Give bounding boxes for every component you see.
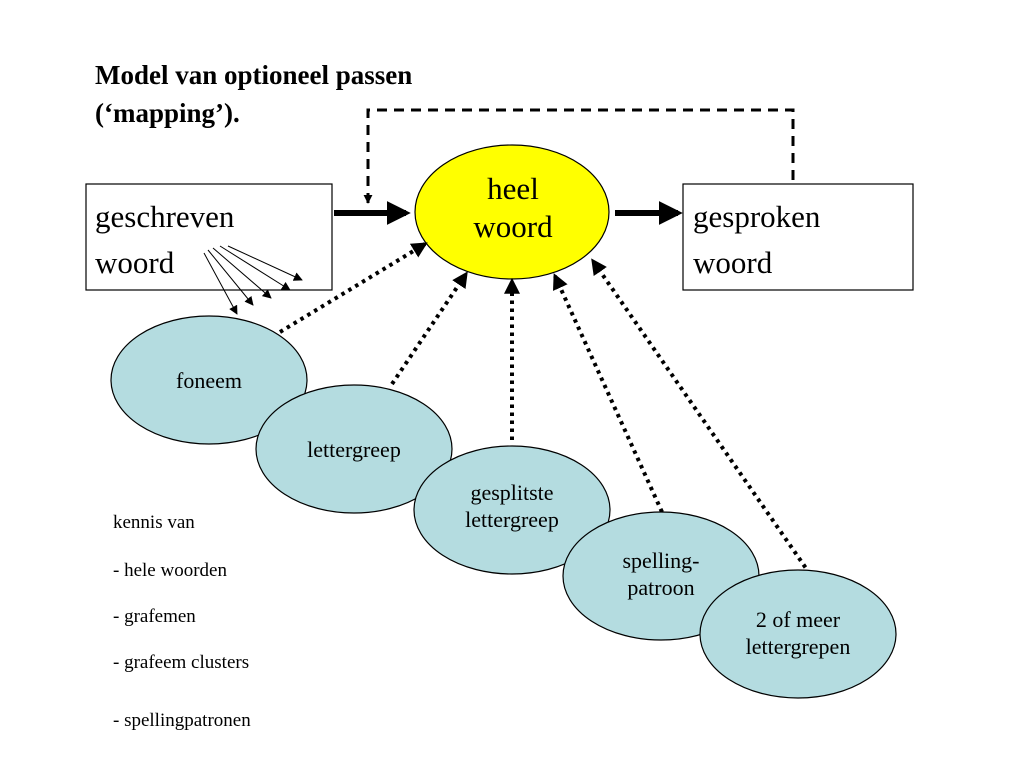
knowledge-item: - hele woorden xyxy=(113,560,227,581)
unit-label-gesplitste-lettergreep: gesplitste lettergreep xyxy=(422,479,602,533)
unit-label-meer-lettergrepen: 2 of meer lettergrepen xyxy=(708,606,888,660)
unit-oval-meer-lettergrepen xyxy=(699,569,897,699)
decomposition-arrows xyxy=(203,245,303,315)
written-word-line2: woord xyxy=(95,245,175,280)
lettergreep-arrow xyxy=(390,271,468,386)
spoken-word-label: gesproken woord xyxy=(693,194,820,286)
unit-label-spelling-line1: spelling- xyxy=(622,548,700,573)
unit-label-gesplitste-line2: lettergreep xyxy=(465,507,559,532)
unit-label-lettergreep-line1: lettergreep xyxy=(307,437,401,462)
feedback-dashed-arrow xyxy=(363,108,795,204)
knowledge-item: - spellingpatronen xyxy=(113,710,251,731)
knowledge-item: - grafeem clusters xyxy=(113,652,250,673)
slide-title-line2: (‘mapping’). xyxy=(95,98,240,128)
unit-label-meer-line1: 2 of meer xyxy=(755,607,841,632)
slide-title: Model van optioneel passen (‘mapping’). xyxy=(95,56,412,132)
unit-oval-gesplitste-lettergreep xyxy=(413,445,611,575)
knowledge-item: - grafemen xyxy=(113,606,196,627)
spoken-word-line1: gesproken xyxy=(693,199,821,234)
unit-label-spellingpatroon: spelling- patroon xyxy=(581,547,741,601)
unit-label-lettergreep: lettergreep xyxy=(274,436,434,463)
whole-word-line1: heel xyxy=(487,171,539,206)
unit-oval-foneem xyxy=(110,315,308,445)
written-word-label: geschreven woord xyxy=(95,194,234,286)
written-word-line1: geschreven xyxy=(95,199,235,234)
unit-label-spelling-line2: patroon xyxy=(627,575,695,600)
unit-oval-lettergreep xyxy=(255,384,453,514)
slide-title-line1: Model van optioneel passen xyxy=(95,60,413,90)
whole-word-line2: woord xyxy=(473,209,553,244)
whole-word-label: heel woord xyxy=(418,170,608,246)
unit-label-foneem-line1: foneem xyxy=(176,368,242,393)
unit-label-gesplitste-line1: gesplitste xyxy=(470,480,554,505)
unit-dotted-arrows xyxy=(278,242,812,576)
spellingpatroon-arrow xyxy=(552,273,664,513)
unit-label-meer-line2: lettergrepen xyxy=(745,634,851,659)
unit-label-foneem: foneem xyxy=(129,367,289,394)
spoken-word-box xyxy=(682,183,914,291)
knowledge-heading: kennis van xyxy=(113,512,195,533)
written-word-box xyxy=(85,183,333,291)
spoken-word-line2: woord xyxy=(693,245,773,280)
